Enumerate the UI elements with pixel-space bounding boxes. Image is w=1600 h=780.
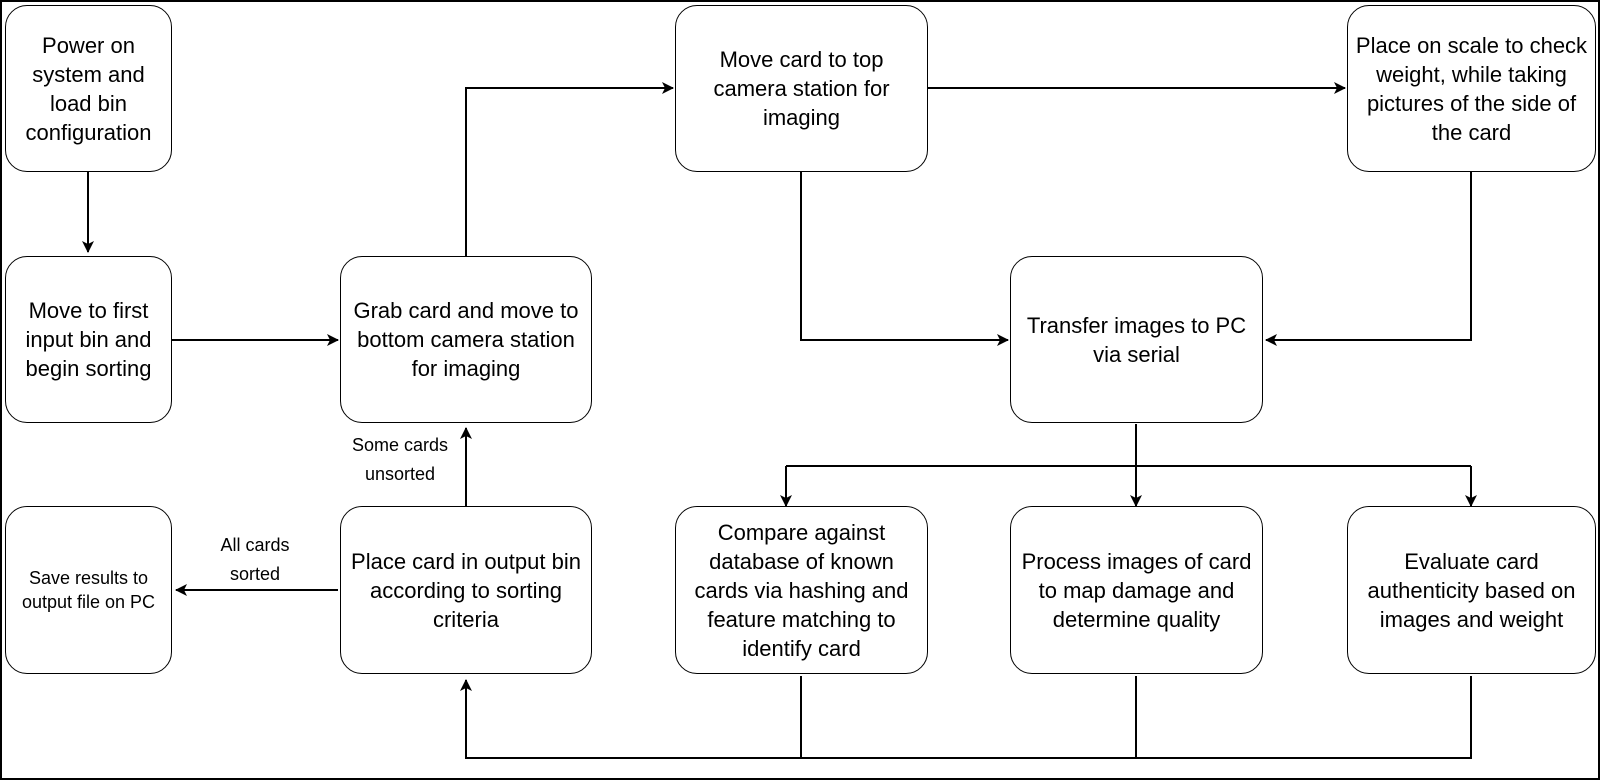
node-place-card-text: Place card in output bin according to so… xyxy=(351,548,581,632)
node-transfer-text: Transfer images to PC via serial xyxy=(1026,312,1247,367)
node-scale: Place on scale to check weight, while ta… xyxy=(1347,5,1596,172)
edge-label-all-sorted: All cards sorted xyxy=(205,531,305,589)
edge-grab-to-top xyxy=(465,82,674,256)
node-save-results: Save results to output file on PC xyxy=(5,506,172,674)
node-place-card: Place card in output bin according to so… xyxy=(340,506,592,674)
node-process-text: Process images of card to map damage and… xyxy=(1021,548,1252,632)
node-scale-text: Place on scale to check weight, while ta… xyxy=(1355,32,1588,145)
node-grab-card: Grab card and move to bottom camera stat… xyxy=(340,256,592,423)
edge-evaluate-return xyxy=(460,676,1472,759)
node-evaluate: Evaluate card authenticity based on imag… xyxy=(1347,506,1596,674)
node-process: Process images of card to map damage and… xyxy=(1010,506,1263,674)
node-compare-text: Compare against database of known cards … xyxy=(694,519,909,661)
edge-label-some-unsorted-text: Some cards unsorted xyxy=(351,435,449,484)
node-top-camera: Move card to top camera station for imag… xyxy=(675,5,928,172)
node-transfer: Transfer images to PC via serial xyxy=(1010,256,1263,423)
node-grab-card-text: Grab card and move to bottom camera stat… xyxy=(353,298,579,381)
node-power-on-text: Power on system and load bin configurati… xyxy=(25,32,152,145)
node-move-first-bin: Move to first input bin and begin sortin… xyxy=(5,256,172,423)
node-top-camera-text: Move card to top camera station for imag… xyxy=(713,47,890,130)
edge-scale-to-transfer xyxy=(1265,172,1472,346)
edge-label-some-unsorted: Some cards unsorted xyxy=(340,431,460,489)
node-compare: Compare against database of known cards … xyxy=(675,506,928,674)
edge-label-all-sorted-text: All cards sorted xyxy=(220,535,290,584)
edge-top-to-transfer xyxy=(800,172,1009,346)
node-power-on: Power on system and load bin configurati… xyxy=(5,5,172,172)
node-save-results-text: Save results to output file on PC xyxy=(21,568,156,612)
node-evaluate-text: Evaluate card authenticity based on imag… xyxy=(1367,548,1576,632)
node-move-first-bin-text: Move to first input bin and begin sortin… xyxy=(25,298,152,381)
